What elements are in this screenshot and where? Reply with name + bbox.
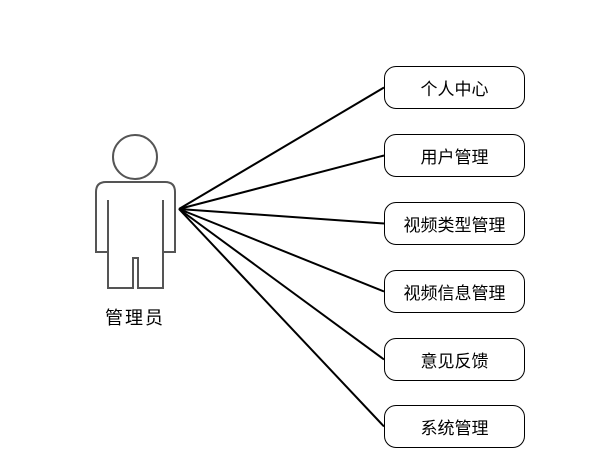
association-line-feedback	[178, 208, 385, 361]
association-line-user-management	[178, 154, 385, 210]
association-lines	[178, 86, 385, 428]
use-case-video-info-management[interactable]: 视频信息管理	[384, 270, 525, 313]
use-case-personal-center[interactable]: 个人中心	[384, 66, 525, 109]
person-icon	[95, 134, 176, 289]
actor-body	[95, 181, 176, 289]
use-case-feedback[interactable]: 意见反馈	[384, 338, 525, 381]
association-line-system-management	[178, 208, 385, 428]
association-line-video-info-management	[178, 208, 385, 293]
use-case-system-management[interactable]: 系统管理	[384, 405, 525, 448]
actor-label: 管理员	[105, 308, 165, 329]
use-case-user-management[interactable]: 用户管理	[384, 134, 525, 177]
use-case-video-type-management[interactable]: 视频类型管理	[384, 202, 525, 245]
association-line-personal-center	[178, 86, 385, 210]
association-line-video-type-management	[178, 208, 385, 225]
actor-head	[112, 134, 158, 180]
